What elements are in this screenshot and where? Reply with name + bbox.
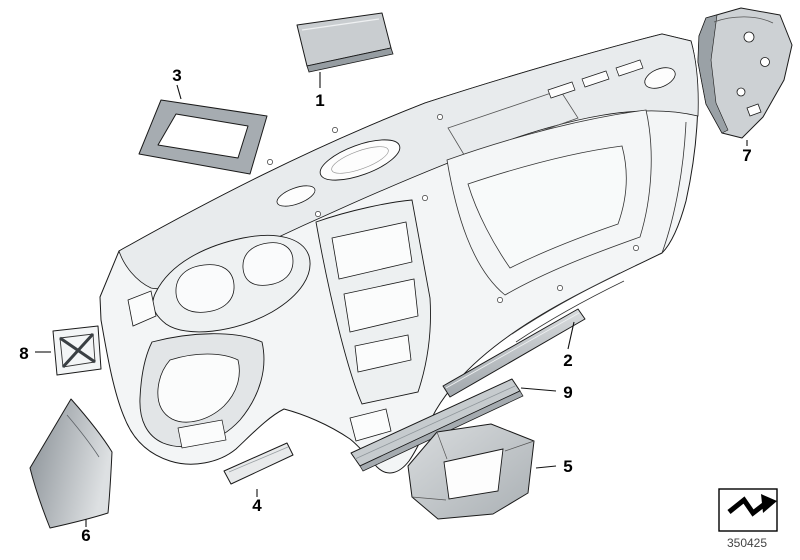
part-shape-7 bbox=[697, 7, 793, 139]
defrost-slot-1 bbox=[547, 81, 576, 99]
leader-line-5 bbox=[535, 465, 557, 469]
leader-line-3 bbox=[176, 84, 182, 100]
callout-label-8[interactable]: 8 bbox=[19, 344, 28, 363]
defrost-slot-2 bbox=[581, 70, 610, 88]
thumbnail-nav-button[interactable] bbox=[718, 488, 778, 532]
callout-label-9[interactable]: 9 bbox=[563, 383, 572, 402]
part-8-vanes bbox=[59, 332, 96, 369]
part-shape-4 bbox=[223, 442, 294, 485]
dashboard-illustration bbox=[99, 33, 699, 474]
part-7-hole-3 bbox=[736, 87, 746, 97]
part-7-hole-2 bbox=[760, 57, 770, 67]
part-5-contours bbox=[411, 431, 535, 501]
part-7-slot bbox=[746, 103, 762, 117]
part-7-edge-band bbox=[697, 14, 729, 134]
callout-label-7[interactable]: 7 bbox=[742, 146, 751, 165]
part-5-opening bbox=[443, 448, 504, 500]
part-shape-5 bbox=[407, 423, 535, 520]
part-shape-6 bbox=[29, 398, 113, 529]
part-7-contour bbox=[713, 16, 774, 24]
callout-label-5[interactable]: 5 bbox=[563, 457, 572, 476]
diagram-number: 350425 bbox=[727, 536, 767, 550]
lower-edge-line-2 bbox=[515, 280, 625, 343]
head-unit-opening bbox=[331, 221, 413, 280]
callout-label-2[interactable]: 2 bbox=[563, 351, 572, 370]
part-9-fold-line bbox=[354, 385, 516, 460]
tunnel-opening bbox=[349, 408, 392, 442]
leader-line-2 bbox=[567, 321, 575, 350]
callout-labels: 1 2 3 4 5 6 7 8 9 bbox=[19, 66, 751, 545]
part-4-inner-line bbox=[228, 446, 289, 473]
airbag-seam bbox=[447, 89, 579, 159]
lower-trim-opening bbox=[177, 419, 227, 449]
part-7-hole-1 bbox=[743, 31, 755, 43]
defrost-slot-3 bbox=[615, 59, 644, 77]
callout-label-1[interactable]: 1 bbox=[315, 91, 324, 110]
callout-label-4[interactable]: 4 bbox=[252, 496, 262, 515]
right-end-opening bbox=[644, 67, 676, 89]
part-6-contour bbox=[66, 414, 100, 458]
lower-edge-line-1 bbox=[511, 272, 621, 335]
part-shape-2 bbox=[442, 308, 586, 398]
part-1-highlight bbox=[301, 18, 380, 31]
climate-opening bbox=[343, 278, 419, 333]
cluster-opening-left bbox=[175, 264, 235, 313]
part-shape-3 bbox=[138, 99, 268, 175]
leader-line-9 bbox=[520, 387, 557, 392]
speaker-grille-opening bbox=[319, 139, 401, 181]
part-2-highlight bbox=[445, 312, 580, 389]
speaker-grille-inner-line bbox=[331, 146, 389, 174]
part-1-edge bbox=[306, 47, 394, 73]
part-shape-8 bbox=[52, 325, 102, 376]
part-shape-1 bbox=[296, 12, 394, 73]
zigzag-arrow-icon bbox=[727, 494, 777, 517]
screw-bosses bbox=[267, 114, 639, 303]
right-side-contour bbox=[661, 121, 687, 254]
cluster-opening-right bbox=[242, 242, 294, 286]
left-face-vent-opening bbox=[127, 290, 157, 327]
steering-column-opening bbox=[157, 353, 240, 423]
switch-opening bbox=[354, 334, 412, 373]
small-top-opening bbox=[276, 185, 316, 207]
callout-label-3[interactable]: 3 bbox=[172, 66, 181, 85]
callout-label-6[interactable]: 6 bbox=[81, 526, 90, 545]
leader-lines bbox=[35, 72, 748, 527]
glovebox-opening bbox=[467, 145, 627, 269]
